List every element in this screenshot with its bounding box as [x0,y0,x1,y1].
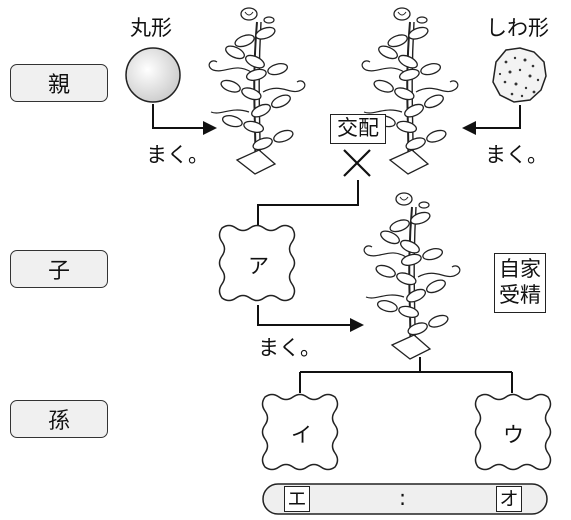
generation-label-grandchild: 孫 [10,400,108,438]
generation-label-parent: 親 [10,64,108,102]
sow-arrow-left [152,104,205,129]
seed-letter-u: ウ [503,423,524,447]
wrinkled-seed-label: しわ形 [486,16,549,40]
round-seed-icon [125,47,181,103]
seed-letter-a: ア [248,254,269,278]
wrinkle-dots [498,56,540,98]
ratio-colon: : [399,486,407,510]
seed-letter-i: イ [291,423,312,447]
cross-connector [257,180,359,225]
ratio-capsule [262,483,548,515]
wrinkled-seed-icon [492,47,547,103]
cross-mark [343,149,371,177]
pea-plant-parent-left [209,8,305,174]
self-fertilization-line2: 受精 [499,283,541,307]
self-fertilization-label: 自家 受精 [494,253,546,313]
cross-label: 交配 [330,114,386,144]
offspring-connector [299,357,513,393]
sow-label-right: まく。 [485,143,548,167]
round-seed-label: 丸形 [130,16,172,40]
sow-label-left: まく。 [146,143,209,167]
ratio-blank-o: オ [496,486,522,512]
sow-arrow-right [474,105,521,129]
pea-plant-parent-right [362,8,458,174]
ratio-blank-e: エ [284,486,310,512]
sow-arrow-child [257,305,352,326]
self-fertilization-line1: 自家 [499,257,541,281]
sow-label-child: まく。 [258,336,321,360]
pea-plant-child [364,193,460,359]
generation-label-child: 子 [10,250,108,288]
